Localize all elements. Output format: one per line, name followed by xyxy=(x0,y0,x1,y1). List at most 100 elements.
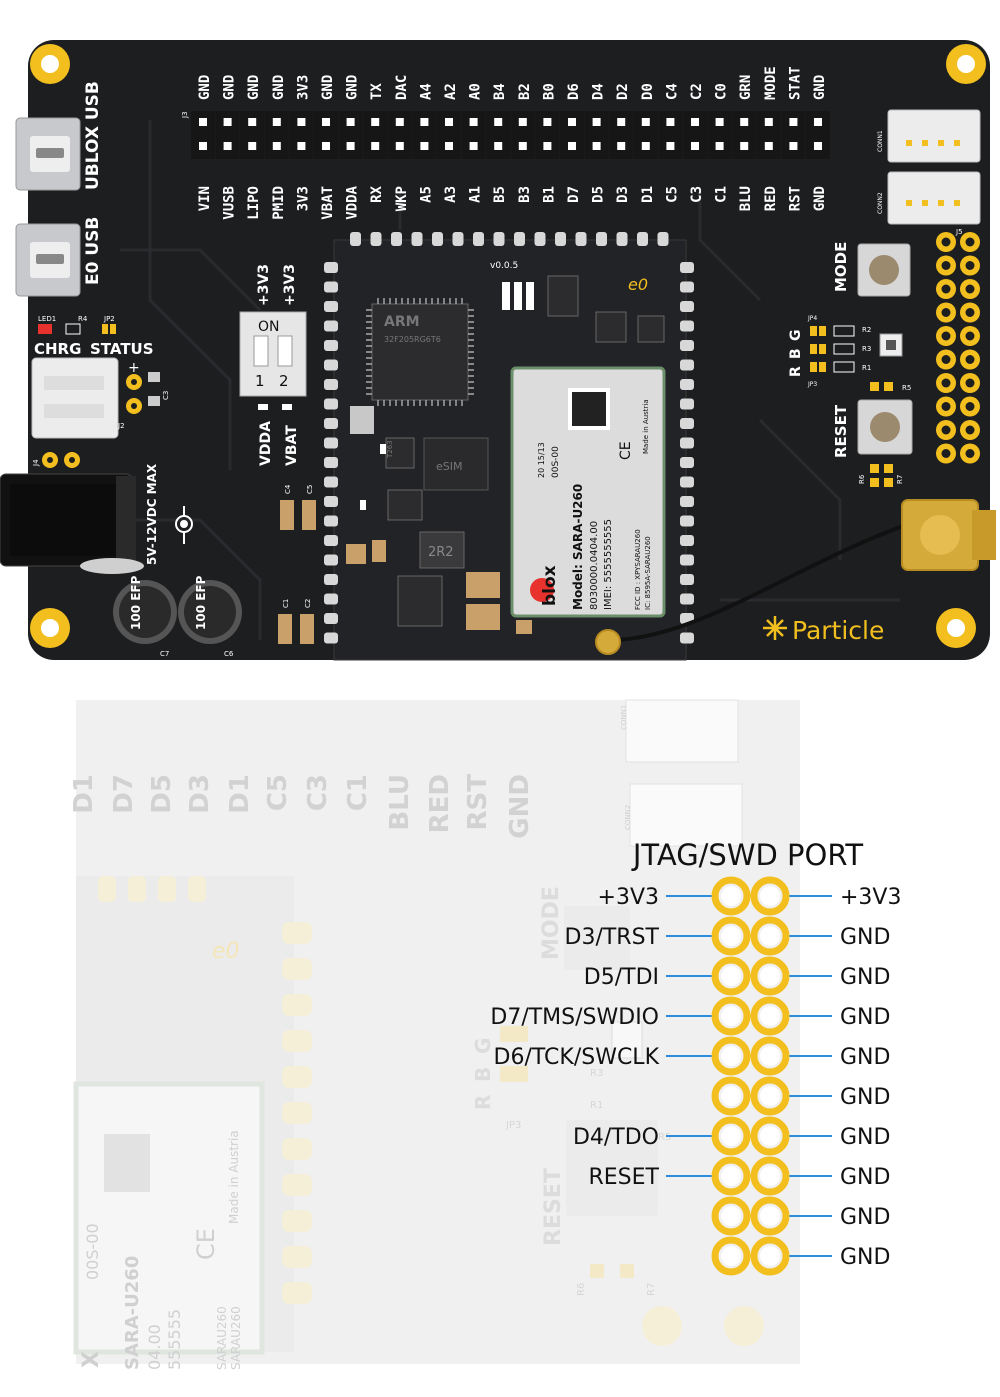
bg-pad xyxy=(158,876,176,902)
module-code: 00S-00 xyxy=(551,446,561,478)
header-pin xyxy=(248,118,257,126)
capacitor-c7 xyxy=(113,580,177,644)
castellated-pad xyxy=(657,232,669,246)
jtag-pad-hole xyxy=(721,1046,741,1066)
header-top-label: GND xyxy=(271,75,287,100)
jtag-pad xyxy=(711,996,751,1036)
header-bottom-label: C1 xyxy=(714,186,730,203)
bg-module-imei: 555555 xyxy=(165,1309,184,1370)
header-bottom-label: D5 xyxy=(591,186,607,203)
bg-pad xyxy=(188,876,206,902)
header-pin xyxy=(715,118,724,126)
jtag-pad xyxy=(750,1156,790,1196)
right-pin-label: +3V3 xyxy=(840,885,901,910)
jp4-ref: JP4 xyxy=(807,315,817,322)
r3-ref: R3 xyxy=(862,345,871,353)
bg-header-label: GND xyxy=(505,774,535,839)
bg-pad xyxy=(282,922,312,944)
header-top-label: GND xyxy=(812,75,828,100)
castellated-pad xyxy=(324,281,338,293)
header-pin xyxy=(346,142,355,150)
header-bottom-label: LIPO xyxy=(246,186,262,220)
bg-b: B xyxy=(471,1067,495,1082)
bg-r1: R1 xyxy=(590,1100,603,1111)
header-pin xyxy=(543,142,552,150)
header-bottom-label: D7 xyxy=(566,186,582,203)
antenna-cable xyxy=(595,518,921,655)
castellated-pad xyxy=(514,232,525,246)
mcu-brand: ARM xyxy=(384,314,420,330)
switch-bottom-pads xyxy=(258,404,292,410)
bg-module-part: 04.00 xyxy=(145,1324,164,1370)
bg-module-ce: CE xyxy=(192,1228,220,1260)
faded-castellated-pads xyxy=(98,876,312,1304)
header-top-label: B2 xyxy=(517,83,533,100)
bg-header-label: BLU xyxy=(385,774,415,831)
jtag-pad xyxy=(750,1076,790,1116)
jtag-pad xyxy=(750,876,790,916)
module-made: Made in Austria xyxy=(642,399,650,454)
r4-ref: R4 xyxy=(78,315,88,323)
header-pin xyxy=(272,142,281,150)
header-pin xyxy=(568,142,576,150)
header-pin xyxy=(592,142,601,150)
switch-on-label: ON xyxy=(258,319,280,335)
c5-ref: C5 xyxy=(306,485,314,494)
jtag-pad xyxy=(711,1076,751,1116)
faded-components xyxy=(73,699,764,1355)
header-top-label: D2 xyxy=(615,83,631,100)
header-top-label: C2 xyxy=(689,83,705,100)
header-top-label: D0 xyxy=(640,83,656,100)
header-top-label: DAC xyxy=(394,75,410,100)
module-imei: IMEI: 5555555555 xyxy=(603,519,614,610)
bg-mode: MODE xyxy=(539,886,564,960)
castellated-pad xyxy=(324,262,338,273)
bg-pad xyxy=(282,958,312,980)
c4-ref: C4 xyxy=(284,484,292,494)
header-pin xyxy=(494,142,503,150)
header-top-label: A2 xyxy=(443,83,459,100)
r2-ref: R2 xyxy=(862,326,871,334)
castellated-pad xyxy=(680,418,694,429)
module-date: 20 15/13 xyxy=(537,442,546,478)
header-pin xyxy=(641,118,650,126)
castellated-pad xyxy=(324,418,338,429)
header-pin xyxy=(445,142,453,150)
header-pin xyxy=(469,142,478,150)
header-pin xyxy=(371,142,380,150)
bg-r5: R5 xyxy=(658,1132,671,1143)
ublox-usb-label: UBLOX USB xyxy=(83,81,103,190)
right-pin-label: GND xyxy=(840,965,890,990)
bg-r6: R6 xyxy=(576,1283,587,1296)
switch-num-2: 2 xyxy=(279,372,289,390)
castellated-pad xyxy=(637,232,648,246)
conn2-ref: CONN2 xyxy=(877,192,884,214)
r6-ref: R6 xyxy=(858,474,866,484)
bg-header-label: D1 xyxy=(225,774,255,814)
bg-jp3: JP3 xyxy=(505,1120,521,1131)
j4-ref: J4 xyxy=(32,459,40,467)
bg-header-label: RST xyxy=(463,774,493,831)
left-pin-label: +3V3 xyxy=(598,885,659,910)
smd-caps-left xyxy=(278,500,316,644)
module-brand: blox xyxy=(540,565,560,606)
conn1-ref: CONN1 xyxy=(877,130,884,152)
header-pin xyxy=(248,142,257,150)
header-bottom-label: C3 xyxy=(689,186,705,203)
rgb-jumpers xyxy=(810,326,826,372)
castellated-pad xyxy=(411,232,423,246)
bg-e0: e0 xyxy=(212,939,240,964)
right-pin-label: GND xyxy=(840,1045,890,1070)
castellated-pad xyxy=(680,515,694,527)
j5-pad-hole xyxy=(965,402,975,411)
castellated-pad xyxy=(680,262,694,273)
mcu-part: 32F205RG6T6 xyxy=(384,335,441,344)
right-pin-label: GND xyxy=(840,925,890,950)
right-pin-label: GND xyxy=(840,1085,890,1110)
jtag-pad-hole xyxy=(760,1046,780,1066)
j2-ref: J2 xyxy=(117,422,125,430)
inductor-2r2 xyxy=(419,531,465,569)
jp2-ref: JP2 xyxy=(103,315,115,323)
